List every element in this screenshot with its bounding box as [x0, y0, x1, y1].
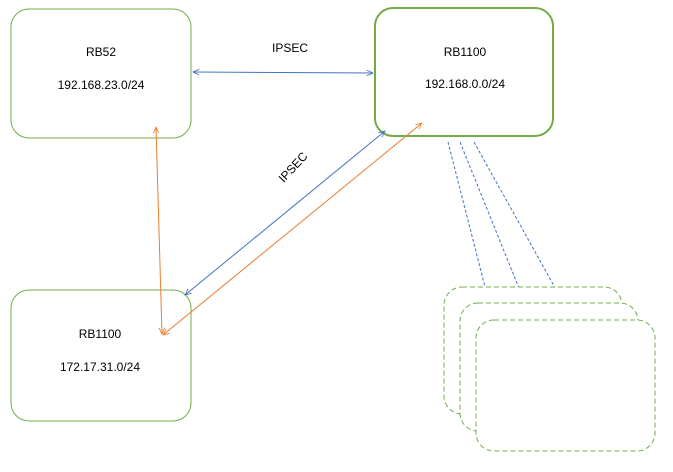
node-rb1100-branch-subnet: 172.17.31.0/24 — [60, 360, 140, 374]
dashed-link-3 — [473, 141, 574, 321]
node-rb52-name: RB52 — [86, 45, 116, 59]
orange-link-vertical — [156, 127, 162, 334]
node-rb52-box — [10, 8, 192, 139]
ipsec-link-diagonal-label: IPSEC — [276, 149, 311, 185]
node-rb1100-main-name: RB1100 — [444, 45, 487, 59]
ipsec-link-top — [193, 72, 373, 73]
node-rb1100-branch-name: RB1100 — [79, 327, 122, 341]
ipsec-link-top-label: IPSEC — [272, 41, 308, 55]
node-rb52-subnet: 192.168.23.0/24 — [58, 78, 145, 92]
cluster-box-front — [475, 319, 656, 452]
node-rb52: RB52 192.168.23.0/24 — [10, 8, 192, 139]
ipsec-link-diagonal — [185, 131, 385, 295]
dashed-links — [447, 141, 574, 321]
dashed-link-2 — [459, 141, 526, 304]
node-rb1100-branch-box — [10, 289, 192, 422]
node-rb1100-main: RB1100 192.168.0.0/24 — [374, 7, 554, 137]
device-cluster — [443, 286, 656, 452]
dashed-link-1 — [447, 141, 486, 288]
node-rb1100-main-box — [374, 7, 554, 137]
node-rb1100-branch: RB1100 172.17.31.0/24 — [10, 289, 192, 422]
orange-link-diagonal — [163, 123, 422, 335]
node-rb1100-main-subnet: 192.168.0.0/24 — [425, 77, 505, 91]
